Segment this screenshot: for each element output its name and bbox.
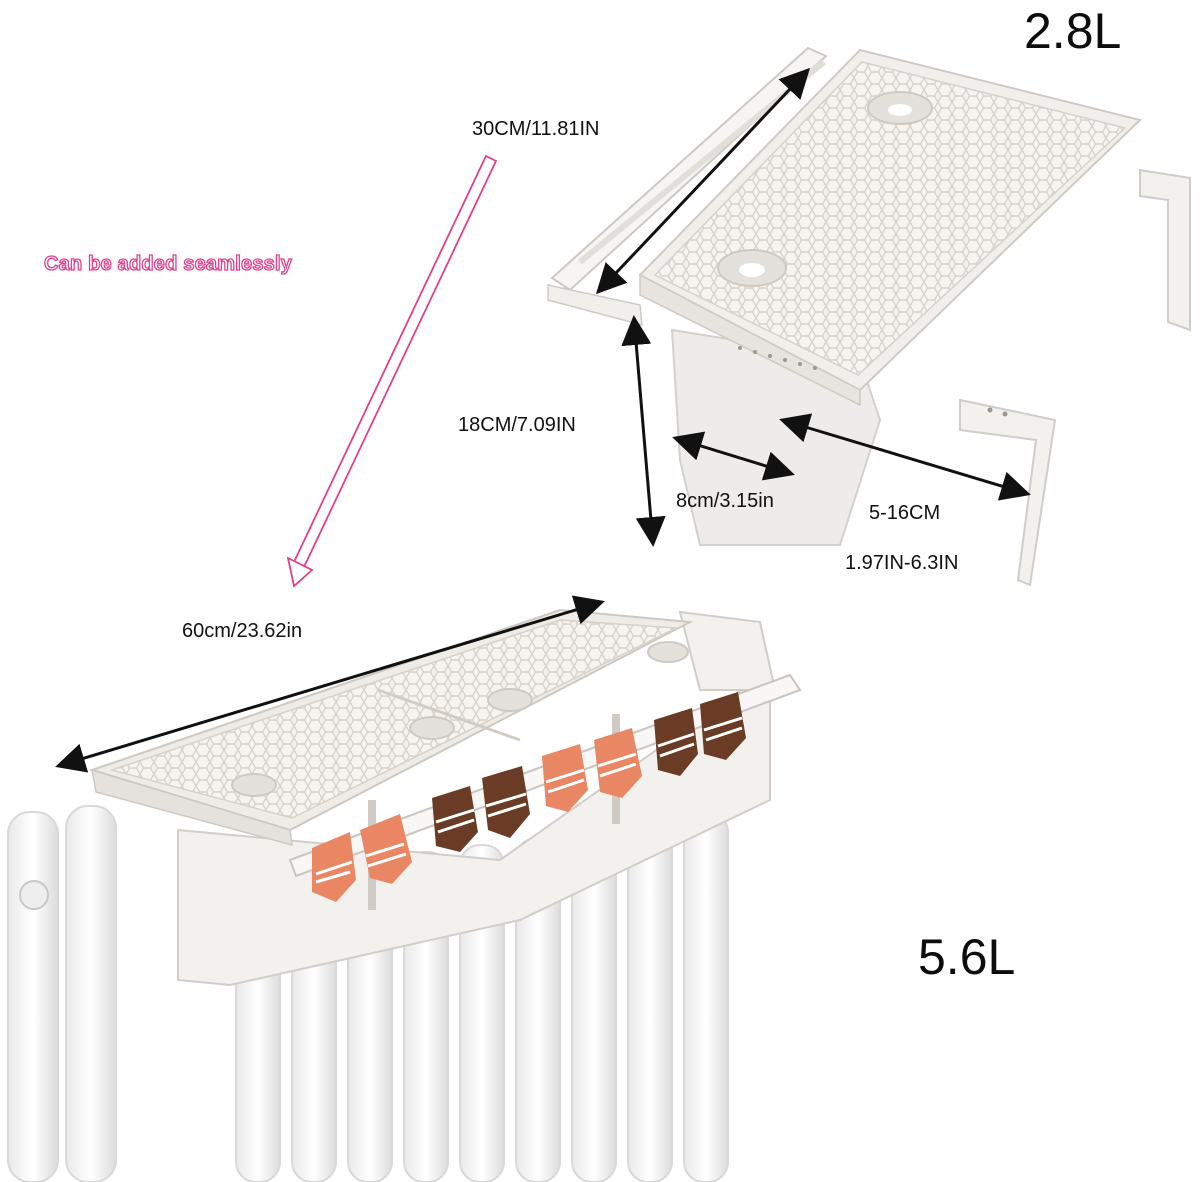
sock xyxy=(432,786,478,852)
sock xyxy=(312,832,356,902)
large-rack-on-radiator xyxy=(0,608,802,1182)
sock xyxy=(360,814,412,884)
width-small-label: 30CM/11.81IN xyxy=(472,118,600,140)
sock xyxy=(594,728,642,798)
width-large-label: 60cm/23.62in xyxy=(182,620,303,642)
sock xyxy=(700,692,746,760)
adjust-range-in-label: 1.97IN-6.3IN xyxy=(845,552,959,574)
depth-label: 8cm/3.15in xyxy=(676,490,774,512)
seamless-join-arrow xyxy=(286,154,498,588)
adjust-range-cm-label: 5-16CM xyxy=(869,502,941,524)
dimension-line-large xyxy=(55,595,605,773)
sock xyxy=(482,766,530,838)
capacity-large-label: 5.6L xyxy=(918,929,1016,985)
sock xyxy=(654,708,698,776)
height-label: 18CM/7.09IN xyxy=(458,414,576,436)
capacity-small-label: 2.8L xyxy=(1024,3,1122,59)
seamless-note: Can be added seamlessly xyxy=(43,252,293,275)
dimension-lines-small xyxy=(595,67,1031,547)
